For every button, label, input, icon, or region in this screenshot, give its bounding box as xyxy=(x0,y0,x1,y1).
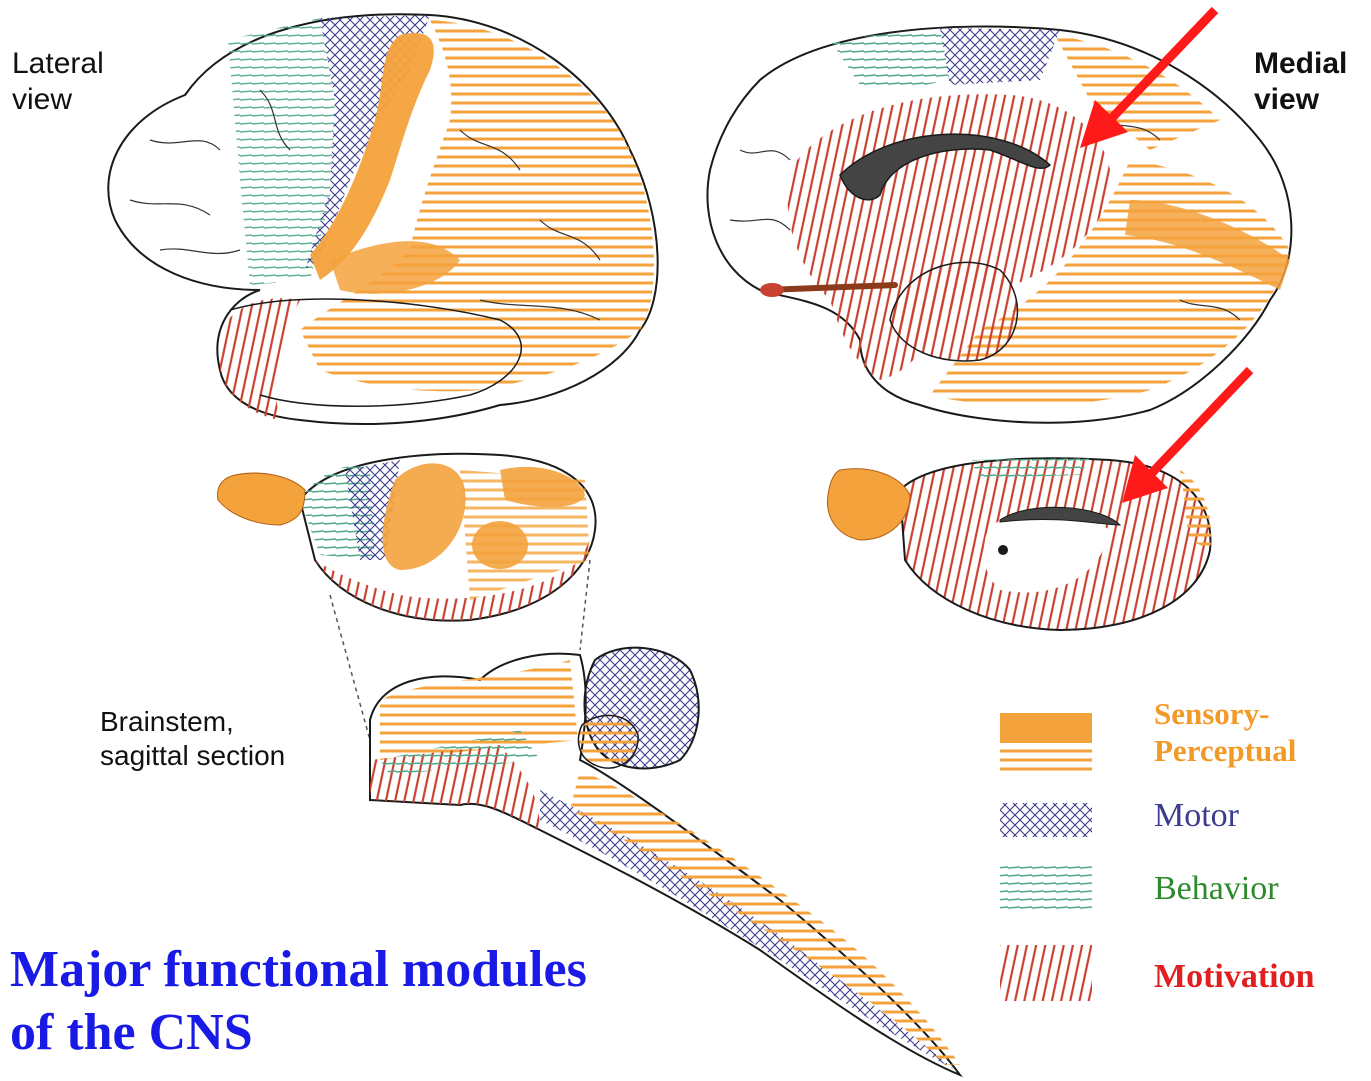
legend-swatch-motor xyxy=(1000,803,1092,837)
lateral-section-bulb xyxy=(217,473,305,525)
legend-label-motivation: Motivation xyxy=(1154,957,1315,998)
brainstem-motor-tract xyxy=(540,790,955,1070)
legend-label-motor: Motor xyxy=(1154,796,1239,837)
legend-swatches xyxy=(1000,713,1092,1001)
lateral-section xyxy=(217,454,595,621)
medial-section-behavior xyxy=(970,458,1090,478)
brainstem-sensory-tract xyxy=(570,770,960,1065)
lateral-view-brain xyxy=(108,14,657,424)
cerebellum-nucleus xyxy=(578,715,638,768)
brainstem-guide-left xyxy=(330,595,370,740)
medial-view-brain xyxy=(707,27,1291,423)
legend-label-behavior: Behavior xyxy=(1154,869,1279,910)
lateral-section-sensory-hatch xyxy=(460,470,590,600)
legend-label-sensory: Sensory- Perceptual xyxy=(1154,695,1296,769)
medial-olfactory-bulb xyxy=(760,283,784,297)
legend-swatch-sensory xyxy=(1000,713,1092,776)
figure-title: Major functional modules of the CNS xyxy=(10,938,587,1065)
brainstem-label: Brainstem, sagittal section xyxy=(100,705,285,772)
legend-swatch-behavior xyxy=(1000,865,1092,909)
brainstem-guide-right xyxy=(580,560,590,650)
medial-section-bulb xyxy=(827,469,910,540)
medial-section-dot xyxy=(998,545,1008,555)
medial-view-label: Medial view xyxy=(1254,46,1347,118)
legend-swatch-motivation xyxy=(1000,945,1092,1001)
lateral-view-label: Lateral view xyxy=(12,46,104,118)
